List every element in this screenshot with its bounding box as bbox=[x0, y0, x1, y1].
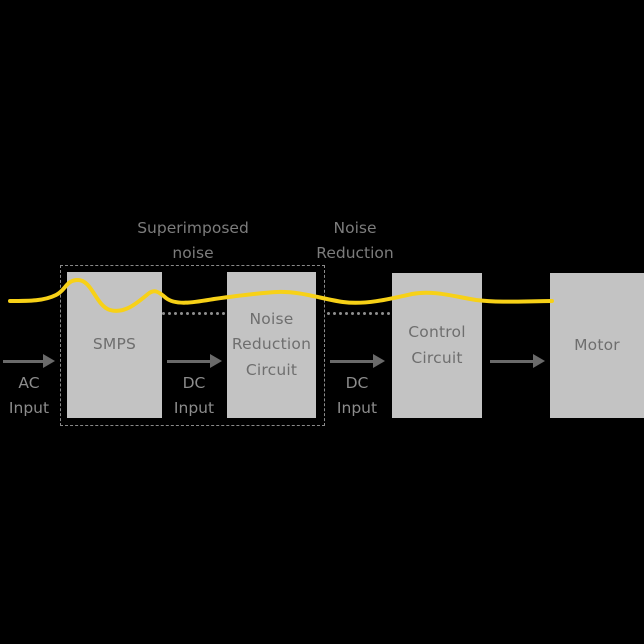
label-dc-input-2: DC Input bbox=[336, 374, 378, 418]
arrow-dc-input-1 bbox=[167, 354, 222, 368]
block-smps[interactable]: SMPS bbox=[67, 272, 162, 418]
label-superimposed-noise: Superimposed noise bbox=[137, 219, 249, 263]
block-motor-label: Motor bbox=[574, 335, 620, 354]
label-noise-reduction: Noise Reduction bbox=[316, 219, 394, 263]
label-dc-input-1: DC Input bbox=[173, 374, 215, 418]
block-control-circuit[interactable]: Control Circuit bbox=[392, 273, 482, 418]
block-noise-reduction-circuit[interactable]: Noise Reduction Circuit bbox=[227, 272, 316, 418]
dotted-reference-line-2 bbox=[327, 312, 391, 316]
block-control-circuit-label: Control Circuit bbox=[408, 323, 466, 367]
arrow-ac-input bbox=[3, 354, 55, 368]
arrow-dc-input-2 bbox=[330, 354, 385, 368]
dotted-reference-line-1 bbox=[162, 312, 226, 316]
block-motor[interactable]: Motor bbox=[550, 273, 644, 418]
noise-region-group bbox=[60, 265, 325, 426]
block-smps-label: SMPS bbox=[92, 335, 137, 354]
block-noise-reduction-circuit-label: Noise Reduction Circuit bbox=[231, 310, 312, 379]
arrow-to-motor bbox=[490, 354, 545, 368]
label-ac-input: AC Input bbox=[8, 374, 50, 418]
